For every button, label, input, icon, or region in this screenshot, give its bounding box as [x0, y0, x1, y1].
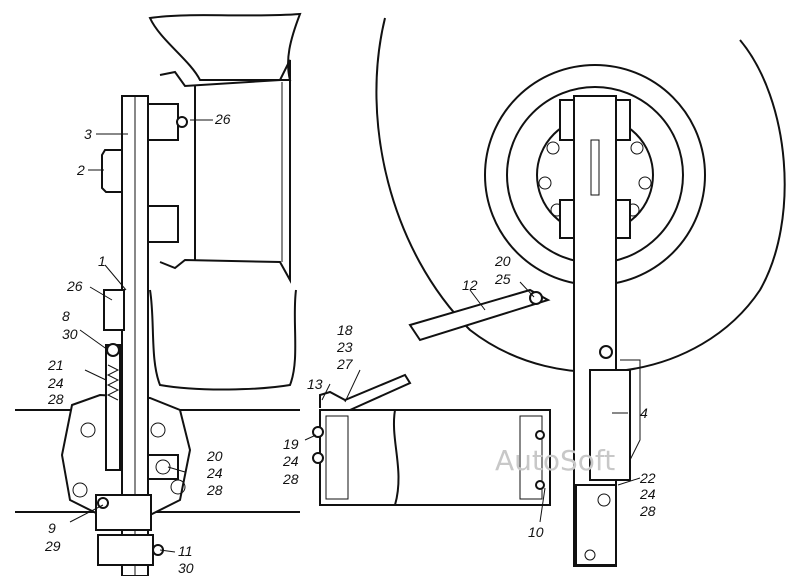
callout-8: 8: [62, 308, 70, 324]
callout-24-right: 24: [639, 486, 656, 502]
callout-18: 18: [337, 322, 353, 338]
lever: [408, 288, 551, 342]
callout-24-plate: 24: [206, 465, 223, 481]
callout-24-frame: 24: [282, 453, 299, 469]
callout-24-left: 24: [47, 375, 64, 391]
adjuster-spring: [106, 364, 120, 401]
left-view: [15, 12, 302, 576]
lever-pivot: [529, 291, 543, 305]
callout-1: 1: [98, 253, 106, 269]
callout-13: 13: [307, 376, 323, 392]
tire-lower-profile: [149, 289, 297, 391]
arm-slot: [590, 139, 600, 196]
bottom-clamp: [559, 199, 575, 239]
callout-25: 25: [494, 271, 511, 287]
frame-channel-inner: [325, 415, 349, 500]
callout-10: 10: [528, 524, 544, 540]
watermark: AutoSoft: [495, 444, 615, 477]
top-clamp: [559, 99, 575, 141]
bolt-26-upper: [176, 116, 188, 128]
callout-4: 4: [640, 405, 648, 421]
bolt-left-2: [312, 452, 324, 464]
callout-26-middle: 26: [66, 278, 83, 294]
callout-26-upper: 26: [214, 111, 231, 127]
lug-hole-lower: [584, 549, 596, 561]
plate-hole-1: [80, 422, 96, 438]
leader-lines: [69, 119, 641, 553]
callout-28-left: 28: [47, 391, 64, 407]
top-clamp-right: [615, 99, 631, 141]
bracket-pin: [599, 345, 613, 359]
callout-3: 3: [84, 126, 92, 142]
stud-hole-4: [630, 141, 644, 155]
callout-28-plate: 28: [206, 482, 223, 498]
lug-hole-upper: [597, 493, 611, 507]
callout-28-right: 28: [639, 503, 656, 519]
lower-clamp: [147, 205, 179, 243]
bracket-13: [319, 373, 412, 411]
adjuster-rod: [105, 344, 121, 471]
callout-27: 27: [336, 356, 354, 372]
callout-11: 11: [178, 543, 193, 559]
frame-channel: [319, 409, 551, 506]
bracket-cable: [620, 359, 641, 461]
pin-29: [97, 497, 109, 509]
plate-hole-2: [150, 422, 166, 438]
plate-nut-block: [147, 454, 179, 480]
callout-23: 23: [336, 339, 353, 355]
callout-12: 12: [462, 277, 478, 293]
callout-28-frame: 28: [282, 471, 299, 487]
callout-30-lower: 30: [178, 560, 194, 576]
bottom-clamp-right: [615, 199, 631, 239]
plate-hole-3: [72, 482, 88, 498]
callout-19: 19: [283, 436, 299, 452]
stud-hole-1: [546, 141, 560, 155]
wheel-rim: [159, 59, 291, 284]
stud-hole-2: [538, 176, 552, 190]
callout-22: 22: [639, 470, 656, 486]
callout-30-upper: 30: [62, 326, 78, 342]
upper-clamp: [147, 103, 179, 141]
tire-profile: [148, 12, 302, 81]
handle: [101, 149, 122, 193]
right-view: [312, 17, 786, 567]
frame-break: [392, 409, 400, 506]
callout-labels: 3 2 26 1 26 8 30 21 24 28 20 24 28 9 29 …: [44, 111, 656, 576]
callout-29: 29: [44, 538, 61, 554]
callout-21: 21: [47, 357, 64, 373]
bolt-right-1: [535, 430, 545, 440]
nut-30-upper: [106, 343, 120, 357]
callout-2: 2: [76, 162, 85, 178]
lower-lug: [575, 484, 617, 566]
bracket-4: [589, 369, 631, 481]
callout-20-right: 20: [494, 253, 511, 269]
channel-web-right: [519, 415, 543, 500]
bolt-right-2: [535, 480, 545, 490]
hinge-foot: [97, 534, 154, 566]
stud-hole-5: [638, 176, 652, 190]
bolt-left-1: [312, 426, 324, 438]
callout-20-left: 20: [206, 448, 223, 464]
callout-9: 9: [48, 520, 56, 536]
lower-block: [103, 289, 125, 331]
plate-nut: [155, 459, 171, 475]
